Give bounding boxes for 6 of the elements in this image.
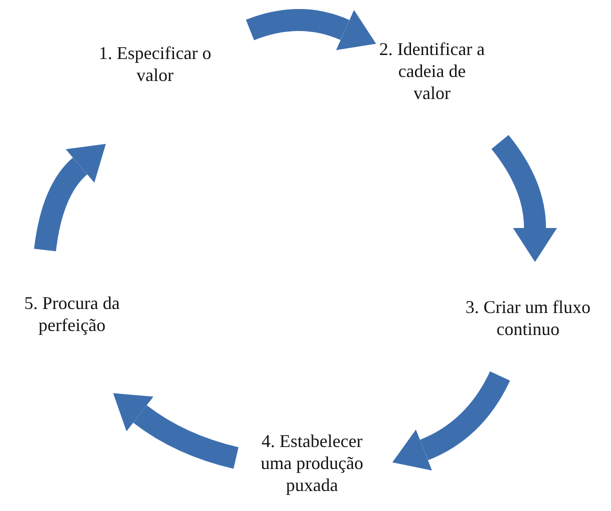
step-label: 3. Criar um fluxo continuo (448, 296, 608, 340)
step-label: 5. Procura da perfeição (4, 292, 140, 336)
curved-arrow (112, 394, 239, 469)
step-label: 2. Identificar a cadeia de valor (378, 38, 486, 104)
step-label: 4. Estabelecer uma produção puxada (248, 430, 376, 496)
step-label: 1. Especificar o valor (80, 42, 230, 86)
